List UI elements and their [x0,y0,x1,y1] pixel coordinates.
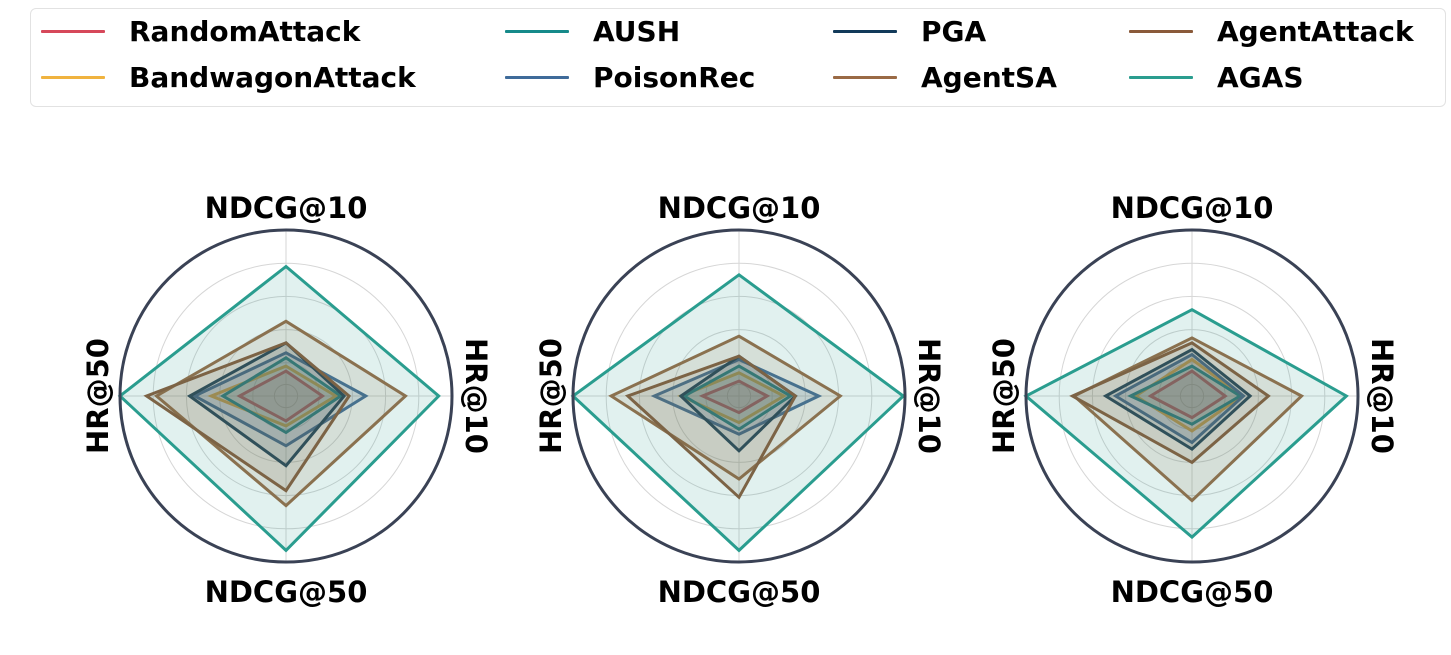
legend-swatch [505,29,569,33]
axis-label-left: HR@50 [81,338,115,454]
legend-label: AUSH [593,14,681,48]
series-agas [1023,307,1349,540]
axis-label-bottom: NDCG@50 [1111,575,1274,609]
grid-circle [726,383,752,409]
legend-label: AgentAttack [1217,14,1414,48]
outer-circle [571,228,907,564]
series-agas [570,272,906,553]
legend-entry-poisonrec: PoisonRec [505,57,755,97]
axis-label-right: HR@10 [912,338,946,454]
legend-entry-agentattack: AgentAttack [1129,11,1414,51]
legend-label: AGAS [1217,60,1304,94]
legend-entry-pga: PGA [833,11,986,51]
grid-circle [1179,383,1205,409]
series-pga [186,341,347,468]
axis-label-right: HR@10 [459,338,493,454]
series-agentattack [1069,341,1271,465]
axis-label-bottom: NDCG@50 [658,575,821,609]
outer-circle [118,228,454,564]
legend-swatch [1129,75,1193,79]
series-aush [219,356,344,435]
legend-swatch [833,75,897,79]
legend-swatch [505,75,569,79]
series-aush [681,364,794,431]
legend-swatch [833,29,897,33]
legend-swatch [1129,29,1193,33]
series-agentattack [624,354,798,500]
series-agentattack [143,341,352,493]
outer-circle [1024,228,1360,564]
axis-label-right: HR@10 [1365,338,1399,454]
legend-entry-bandwagonattack: BandwagonAttack [41,57,416,97]
series-poisonrec [1112,352,1246,445]
series-bandwagonattack [207,364,339,428]
legend-entry-agentsa: AgentSA [833,57,1057,97]
axis-label-left: HR@50 [534,338,568,454]
series-agas [117,264,441,553]
legend-label: PGA [921,14,987,48]
series-agentsa [608,334,843,481]
legend-label: BandwagonAttack [129,60,416,94]
legend-label: PoisonRec [593,60,756,94]
series-randomattack [698,379,771,415]
legend-entry-randomattack: RandomAttack [41,11,360,51]
series-randomattack [236,369,326,423]
series-aush [1127,364,1244,426]
series-pga [1102,347,1253,451]
axis-label-bottom: NDCG@50 [205,575,368,609]
axis-label-top: NDCG@10 [658,191,821,225]
legend-entry-agas: AGAS [1129,57,1304,97]
legend-swatch [41,75,105,79]
legend-label: RandomAttack [129,14,361,48]
axis-label-left: HR@50 [987,338,1021,454]
grid-circle [273,383,299,409]
axis-label-top: NDCG@10 [1111,191,1274,225]
legend-entry-aush: AUSH [505,11,680,51]
axis-label-top: NDCG@10 [205,191,368,225]
series-randomattack [1147,369,1228,420]
legend-label: AgentSA [921,60,1057,94]
legend-swatch [41,29,105,33]
series-poisonrec [650,357,823,436]
